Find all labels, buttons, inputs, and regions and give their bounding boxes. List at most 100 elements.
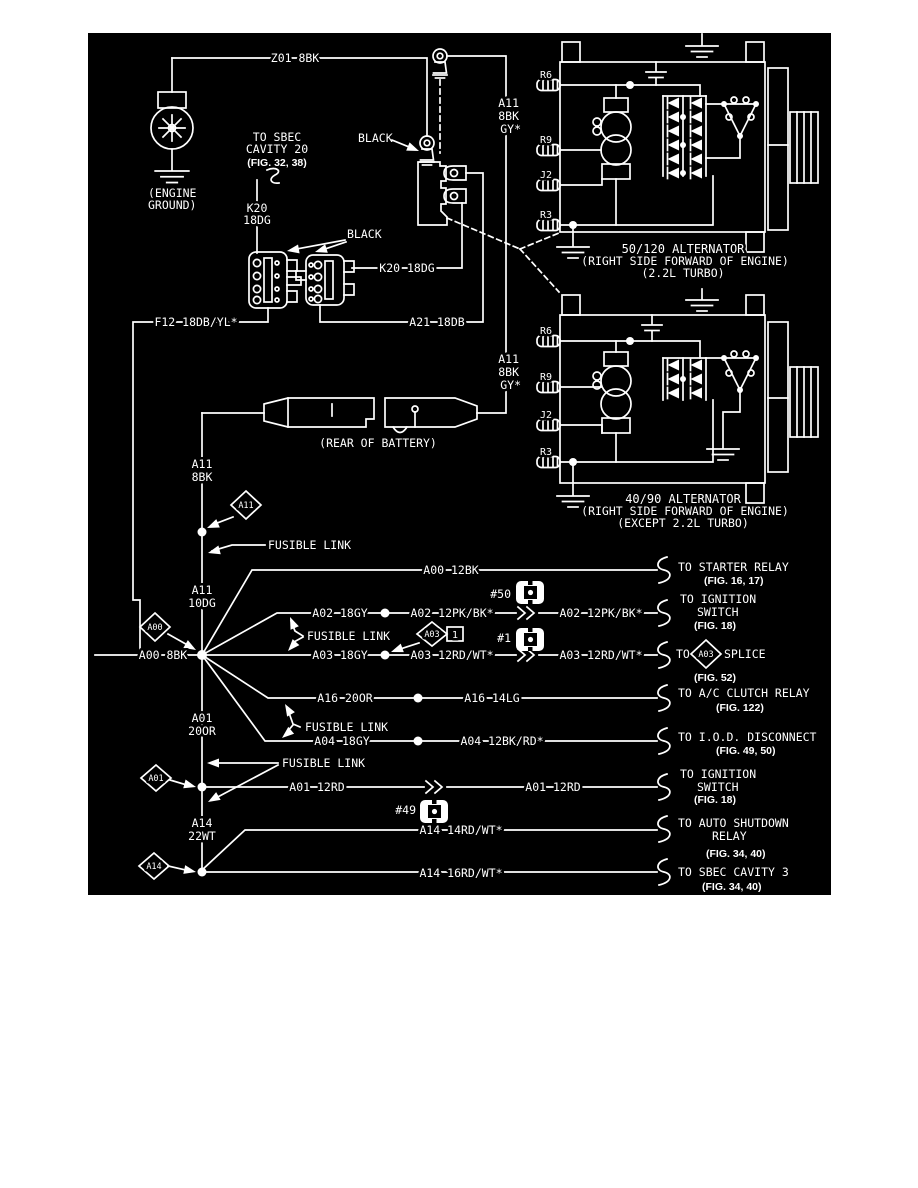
splice-diamond-a14 (137, 851, 171, 881)
destination: TO IGNITION (680, 767, 756, 781)
destination: TO IGNITION (680, 592, 756, 606)
wire-label-a11-10dg: A11 (192, 583, 213, 597)
destination-fig: (FIG. 52) (694, 672, 736, 684)
wire-label-a11-8bk: 8BK (192, 470, 213, 484)
sbec-fig-ref: (FIG. 32, 38) (247, 157, 307, 169)
fuse-number: #50 (490, 587, 511, 601)
wire-label-a01-20or: A01 (192, 711, 213, 725)
fuse-icon (516, 581, 544, 604)
battery-connector: (REAR OF BATTERY) A11 8BK GY* (201, 350, 524, 453)
junction-block: BLACK A11 8BK GY* (356, 48, 561, 414)
destination: TO AUTO SHUTDOWN (678, 816, 789, 830)
wire-label-a14-22wt: A14 (192, 816, 213, 830)
black-label: BLACK (358, 131, 393, 145)
wire-label-z01: Z01 8BK (271, 51, 320, 65)
wire-label: A16 14LG (464, 691, 519, 705)
terminal-label-r6: R6 (540, 70, 552, 81)
wire-z01: Z01 8BK (171, 49, 428, 137)
wire-label-a11-gy: 8BK (498, 109, 519, 123)
wire-label-a11-8bk: A11 (192, 457, 213, 471)
black-callout-connectors: BLACK (286, 225, 384, 257)
fusible-link-number: 1 (452, 630, 458, 641)
wire-label-a11-10dg: 10DG (188, 596, 216, 610)
wire-label: A03 12RD/WT* (559, 648, 642, 662)
wire-a21: A21 18DB (319, 172, 484, 332)
alternator-location: (RIGHT SIDE FORWARD OF ENGINE) (581, 254, 789, 268)
connector-2 (295, 254, 355, 306)
wire-k20-right: K20 18DG (351, 202, 463, 278)
wire-label: A03 12RD/WT* (410, 648, 493, 662)
sbec-label: CAVITY 20 (246, 142, 308, 156)
splice-diamond-a03-dest (689, 638, 723, 670)
wire-label: A02 18GY (312, 606, 367, 620)
destination-fig: (FIG. 18) (694, 620, 736, 632)
splice-diamond-a01 (139, 763, 173, 793)
wire-label-a11-gy: 8BK (498, 365, 519, 379)
fuse-icon (516, 628, 544, 651)
splice-diamond-label: A00 (147, 623, 162, 633)
destination: TO I.O.D. DISCONNECT (678, 730, 817, 744)
wire-label: A14 16RD/WT* (419, 866, 502, 880)
splice-diamond-a00 (138, 611, 172, 643)
fusible-link-label: FUSIBLE LINK (305, 720, 388, 734)
wire-label-f12: F12 18DB/YL* (154, 315, 237, 329)
sbec-callout: TO SBEC CAVITY 20 (FIG. 32, 38) K20 18DG (241, 128, 311, 254)
wire-label-k20-right: K20 18DG (379, 261, 434, 275)
alternator-name: 40/90 ALTERNATOR (625, 492, 741, 506)
main-harness: A11 8BK A11 10DG A01 20OR A14 22WT A11 F… (94, 412, 671, 886)
wire-label-a11-gy: GY* (500, 122, 521, 136)
rear-battery-label: (REAR OF BATTERY) (319, 436, 437, 450)
wire-label: A04 12BK/RD* (460, 734, 543, 748)
destination-fig: (FIG. 18) (694, 794, 736, 806)
fuse-icon (420, 800, 448, 823)
terminal-label-r9: R9 (540, 372, 552, 383)
fuse-number: #49 (395, 803, 416, 817)
destination-fig: (FIG. 122) (716, 702, 764, 714)
destination: SWITCH (697, 605, 739, 619)
diagram-panel (88, 33, 831, 895)
sbec-label: TO SBEC (253, 130, 302, 144)
wire-f12: F12 18DB/YL* (132, 307, 269, 656)
fusible-link-diamond-label: A03 (424, 630, 439, 640)
wire-label-k20: 18DG (243, 213, 271, 227)
splice-diamond-label: A11 (238, 501, 253, 511)
terminal-label-r3: R3 (540, 210, 552, 221)
wire-label: A02 12PK/BK* (410, 606, 493, 620)
engine-ground-label: (ENGINE (148, 186, 197, 200)
wire-label-a11-gy: A11 (498, 352, 519, 366)
destination: SPLICE (724, 647, 766, 661)
fusible-link-label: FUSIBLE LINK (307, 629, 390, 643)
fusible-link-diamond-a03 (415, 620, 449, 648)
destination-labels: TO STARTER RELAY (FIG. 16, 17) TO IGNITI… (674, 558, 820, 896)
destination: RELAY (712, 829, 747, 843)
wire-label: A04 18GY (314, 734, 369, 748)
fusible-link-label: FUSIBLE LINK (268, 538, 351, 552)
fusible-link-label: FUSIBLE LINK (282, 756, 365, 770)
wire-label-k20: K20 (247, 201, 268, 215)
terminal-label-r9: R9 (540, 135, 552, 146)
destination: TO SBEC CAVITY 3 (678, 865, 789, 879)
diode-bridge (666, 358, 703, 400)
wire-label-a11-gy: GY* (500, 378, 521, 392)
splice-diamond-label: A03 (698, 650, 713, 660)
destination: TO A/C CLUTCH RELAY (678, 686, 810, 700)
splice-diamond-label: A01 (148, 774, 163, 784)
terminal-label-j2: J2 (540, 170, 552, 181)
alternator-engine: (EXCEPT 2.2L TURBO) (617, 516, 749, 530)
alternator-40-90: R6 R9 J2 R3 40/90 ALTERNATOR (RIGHT SIDE… (536, 288, 819, 533)
destination-fig: (FIG. 16, 17) (704, 575, 764, 587)
destination: TO STARTER RELAY (678, 560, 789, 574)
alternator-50-120: R6 R9 J2 R3 50/120 ALTERNATOR (RIGHT SID… (536, 33, 819, 283)
pointer-squiggle (265, 167, 280, 184)
wire-label: A14 14RD/WT* (419, 823, 502, 837)
terminal-label-r6: R6 (540, 326, 552, 337)
wire-label-a21: A21 18DB (409, 315, 464, 329)
destination: SWITCH (697, 780, 739, 794)
destination-fig: (FIG. 49, 50) (716, 745, 776, 757)
wire-label: A16 20OR (317, 691, 372, 705)
alternator-name: 50/120 ALTERNATOR (622, 242, 746, 256)
wire-label: A00 12BK (423, 563, 478, 577)
wire-label-a00-8bk: A00 8BK (139, 648, 188, 662)
